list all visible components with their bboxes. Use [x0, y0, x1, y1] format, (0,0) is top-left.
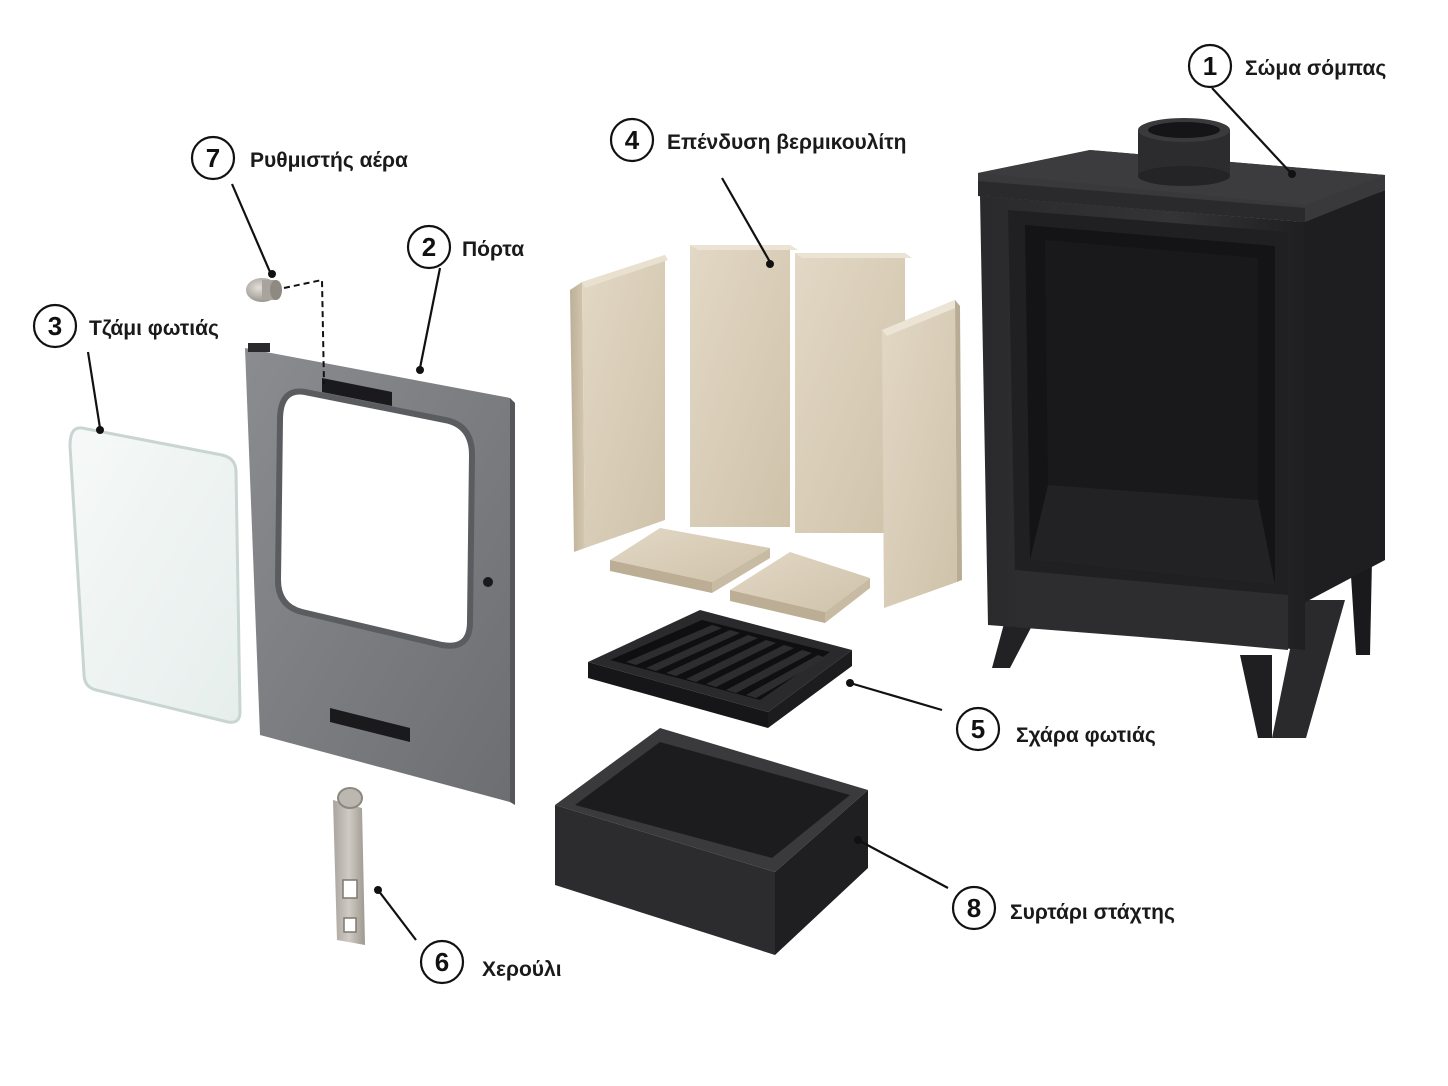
- leader-8: [857, 839, 949, 889]
- callout-7-number: 7: [206, 143, 220, 173]
- callout-8-number: 8: [967, 893, 981, 923]
- stove-door: [245, 343, 515, 805]
- leader-2: [418, 267, 442, 369]
- callout-2: 2 Πόρτα: [406, 224, 524, 270]
- fire-grate: [588, 610, 852, 728]
- callout-5: 5 Σχάρα φωτιάς: [955, 706, 1156, 752]
- callout-1-label: Σώμα σόμπας: [1245, 57, 1386, 80]
- callout-4-ring: [609, 117, 655, 163]
- callout-3-ring: [32, 303, 78, 349]
- callout-8-ring: [951, 885, 997, 931]
- callout-3: 3 Τζάμι φωτιάς: [32, 303, 219, 349]
- callout-3-label: Τζάμι φωτιάς: [89, 317, 219, 340]
- callout-7-label: Ρυθμιστής αέρα: [250, 149, 408, 172]
- callout-6-label: Χερούλι: [482, 958, 562, 981]
- leader-6: [377, 889, 417, 941]
- callout-1-ring: [1187, 43, 1233, 89]
- leader-7: [230, 183, 272, 273]
- callout-8-label: Συρτάρι στάχτης: [1010, 901, 1175, 924]
- callout-2-ring: [406, 224, 452, 270]
- callout-2-label: Πόρτα: [462, 238, 524, 261]
- ash-drawer: [555, 728, 868, 955]
- callout-4: 4 Επένδυση βερμικουλίτη: [609, 117, 906, 163]
- callout-1-number: 1: [1203, 51, 1217, 81]
- fire-glass: [68, 426, 242, 724]
- callout-6-ring: [419, 939, 465, 985]
- leader-lines: [86, 87, 1296, 941]
- callout-4-number: 4: [625, 125, 640, 155]
- callout-6-number: 6: [435, 947, 449, 977]
- vermiculite-lining: [570, 245, 962, 623]
- leader-3: [86, 351, 102, 429]
- callout-7: 7 Ρυθμιστής αέρα: [190, 135, 408, 181]
- callout-5-label: Σχάρα φωτιάς: [1016, 724, 1156, 747]
- callout-5-number: 5: [971, 714, 985, 744]
- callout-8: 8 Συρτάρι στάχτης: [951, 885, 1175, 931]
- callout-2-number: 2: [422, 232, 436, 262]
- leader-5: [849, 681, 943, 712]
- leader-1: [1211, 87, 1291, 173]
- air-regulator: [246, 278, 325, 385]
- door-handle: [333, 787, 365, 945]
- callout-1: 1 Σώμα σόμπας: [1187, 43, 1386, 89]
- callout-4-label: Επένδυση βερμικουλίτη: [667, 131, 906, 154]
- callout-7-ring: [190, 135, 236, 181]
- callout-3-number: 3: [48, 311, 62, 341]
- callout-5-ring: [955, 706, 1001, 752]
- leader-4: [721, 177, 771, 263]
- stove-body: [978, 118, 1385, 738]
- callout-6: 6 Χερούλι: [419, 939, 562, 985]
